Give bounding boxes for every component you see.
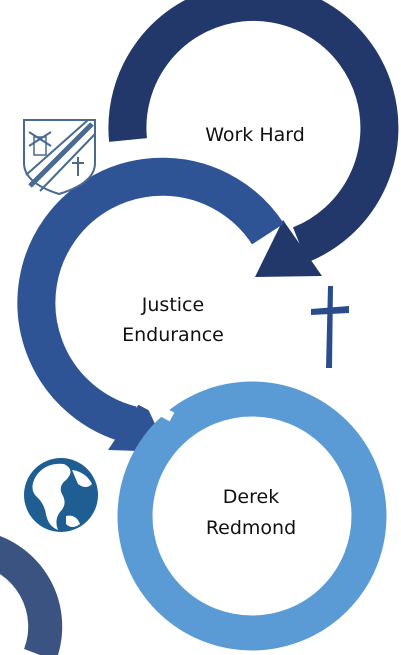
step-2-line-1: Justice xyxy=(141,294,205,316)
ring-step-3 xyxy=(117,381,387,651)
step-2-label: Justice Endurance xyxy=(108,290,238,350)
globe-icon xyxy=(24,458,98,532)
step-2-line-2: Endurance xyxy=(122,324,224,346)
step-3-line-1: Derek xyxy=(222,486,280,508)
step-3-line-2: Redmond xyxy=(205,517,297,539)
step-3-label: Derek Redmond xyxy=(186,482,316,544)
cross-icon xyxy=(311,286,349,368)
partial-arc xyxy=(0,536,63,655)
school-crest-icon xyxy=(23,119,96,196)
arrow-step-1 xyxy=(108,0,399,277)
step-1-label: Work Hard xyxy=(190,122,320,148)
step-1-line-1: Work Hard xyxy=(205,124,305,146)
